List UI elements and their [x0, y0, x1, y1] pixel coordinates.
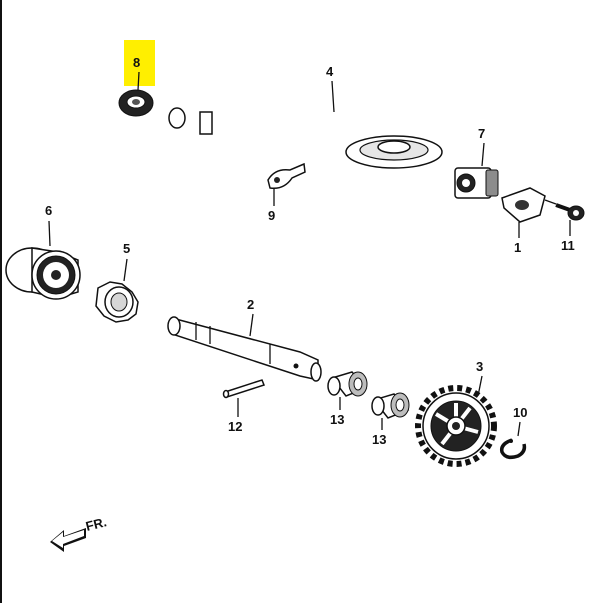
callout-9-label: 9: [268, 208, 275, 223]
part-2-pump-shaft[interactable]: [167, 316, 322, 382]
part-5-inner-rotor[interactable]: [95, 281, 139, 323]
callout-5-label: 5: [123, 241, 130, 256]
part-11-bolt[interactable]: [555, 203, 585, 221]
callout-13a-label: 13: [330, 412, 344, 427]
part-13-bushing-b[interactable]: [371, 392, 410, 419]
callout-11-label: 11: [561, 238, 575, 253]
leader-4: [331, 80, 335, 113]
leader-5: [123, 258, 128, 282]
leader-7: [481, 142, 485, 167]
callout-10-label: 10: [513, 405, 527, 420]
part-8-nut[interactable]: [118, 89, 154, 117]
callout-6-label: 6: [45, 203, 52, 218]
callout-13b-label: 13: [372, 432, 386, 447]
part-10-circlip[interactable]: [499, 438, 527, 460]
callout-2-label: 2: [247, 297, 254, 312]
part-7-relief-valve[interactable]: [454, 167, 499, 199]
leader-10: [517, 421, 521, 437]
part-12-pin[interactable]: [222, 379, 265, 399]
part-13-bushing-a[interactable]: [327, 371, 368, 397]
part-9-clip[interactable]: [267, 162, 306, 190]
leader-6: [48, 220, 51, 247]
part-3-driven-gear[interactable]: [415, 385, 497, 467]
callout-12-label: 12: [228, 419, 242, 434]
callout-7-label: 7: [478, 126, 485, 141]
callout-8-highlight[interactable]: [124, 40, 155, 86]
leader-8: [137, 71, 140, 91]
callout-8-label: 8: [133, 55, 140, 70]
part-6-outer-rotor[interactable]: [5, 247, 81, 300]
callout-1-label: 1: [514, 240, 521, 255]
leader-2: [249, 313, 254, 337]
part-1-bracket[interactable]: [501, 187, 557, 223]
part-4-oil-strainer[interactable]: [168, 106, 443, 169]
callout-4-label: 4: [326, 64, 334, 79]
direction-label: FR.: [84, 514, 108, 534]
front-direction-arrow-icon: [50, 528, 86, 552]
callout-3-label: 3: [476, 359, 483, 374]
